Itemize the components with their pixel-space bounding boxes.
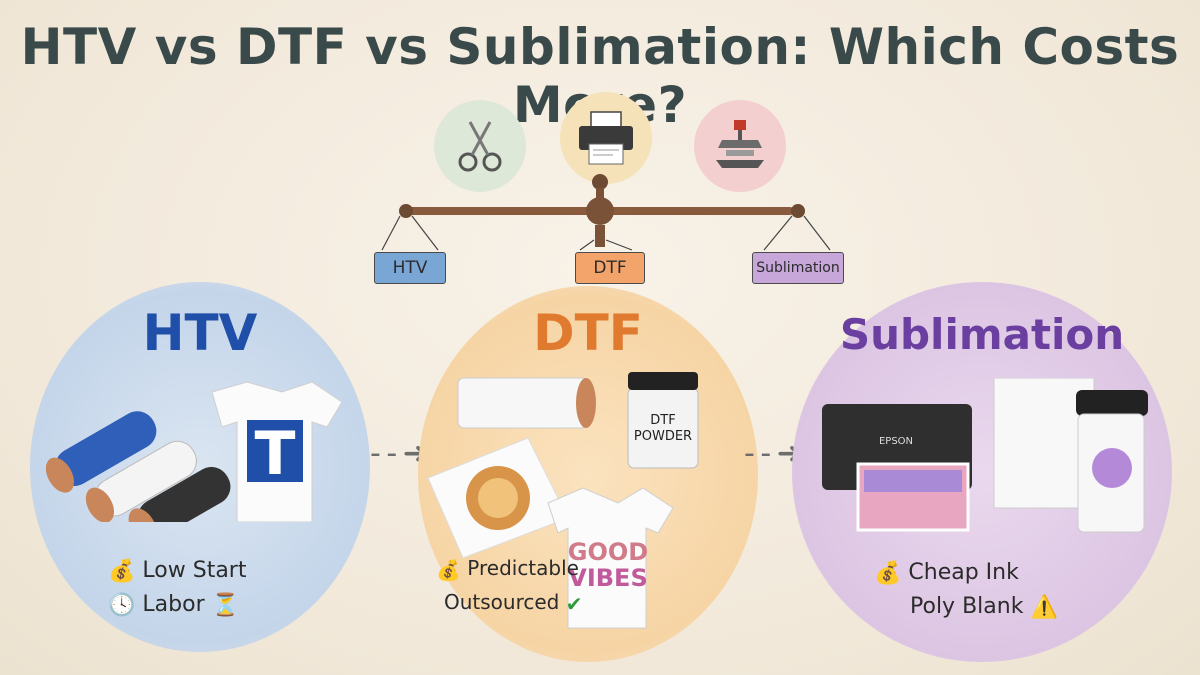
htv-vinyl-rolls-illustration: T bbox=[45, 381, 343, 522]
htv-panel: HTV T 💰 Low Start 🕓 Labor ⏳ bbox=[30, 282, 370, 652]
scale-tag-htv: HTV bbox=[374, 252, 446, 284]
dtf-note-2: Outsourced ✔ bbox=[444, 590, 583, 616]
sublimation-panel: Sublimation EPSON 💰 Cheap Ink Poly Blank… bbox=[792, 282, 1172, 662]
shirt-text-line-2: VIBES bbox=[568, 564, 647, 592]
htv-note-1: 💰 Low Start bbox=[108, 558, 247, 584]
printer-brand: EPSON bbox=[879, 436, 913, 447]
shirt-text-line-1: GOOD bbox=[568, 538, 648, 566]
scale-tag-sublimation: Sublimation bbox=[752, 252, 844, 284]
scale-tag-dtf: DTF bbox=[575, 252, 645, 284]
sublimation-title: Sublimation bbox=[839, 310, 1125, 359]
jar-label-line-1: DTF bbox=[650, 413, 675, 428]
dtf-note-1: 💰 Predictable bbox=[436, 556, 579, 582]
sublimation-supplies-illustration: EPSON bbox=[822, 378, 1148, 533]
dtf-title: DTF bbox=[533, 304, 643, 362]
heat-press-icon bbox=[694, 100, 786, 192]
dtf-supplies-illustration: DTF POWDER GOOD VIBES bbox=[427, 372, 699, 629]
hourglass-icon: ⏳ bbox=[211, 592, 240, 618]
tshirt-letter: T bbox=[255, 419, 296, 489]
htv-note-2: 🕓 Labor ⏳ bbox=[108, 592, 240, 618]
sublimation-note-1: 💰 Cheap Ink bbox=[874, 560, 1019, 586]
money-bag-icon: 💰 bbox=[874, 560, 902, 586]
dtf-panel: DTF DTF POWDER GOOD VIBES 💰 Predictable … bbox=[418, 286, 758, 662]
scissors-icon bbox=[434, 100, 526, 192]
htv-title: HTV bbox=[142, 304, 258, 362]
clock-icon: 🕓 bbox=[108, 592, 136, 618]
balance-scale-icon bbox=[381, 174, 831, 251]
sublimation-note-2: Poly Blank ⚠️ bbox=[910, 594, 1058, 620]
money-bag-icon: 💰 bbox=[436, 557, 461, 582]
checkmark-icon: ✔ bbox=[565, 591, 583, 616]
warning-icon: ⚠️ bbox=[1030, 594, 1058, 620]
money-bag-icon: 💰 bbox=[108, 558, 136, 584]
jar-label-line-2: POWDER bbox=[634, 429, 692, 444]
printer-icon bbox=[560, 92, 652, 184]
